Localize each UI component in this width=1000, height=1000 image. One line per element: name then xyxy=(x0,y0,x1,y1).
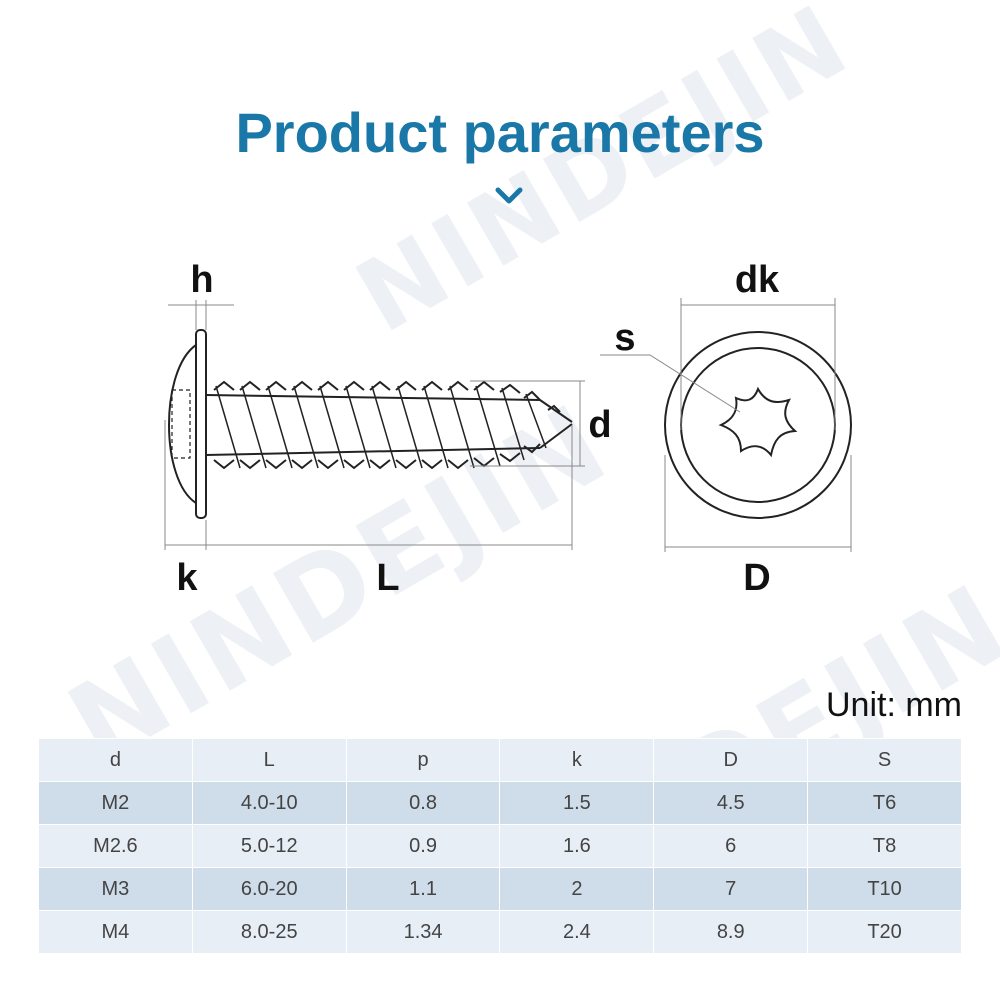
table-row: M2.6 5.0-12 0.9 1.6 6 T8 xyxy=(38,824,962,868)
unit-label: Unit: mm xyxy=(826,686,962,724)
table-cell: T20 xyxy=(807,910,962,954)
page-title: Product parameters xyxy=(235,101,765,164)
table-cell: 6.0-20 xyxy=(191,867,347,911)
table-cell: T10 xyxy=(807,867,962,911)
table-cell: M3 xyxy=(38,867,193,911)
table-row: M4 8.0-25 1.34 2.4 8.9 T20 xyxy=(38,910,962,954)
dim-label-h: h xyxy=(190,259,213,301)
table-cell: 5.0-12 xyxy=(191,824,347,868)
parameters-table: d L p k D S M2 4.0-10 0.8 1.5 4.5 T6 M2.… xyxy=(38,738,962,954)
screw-dimension-diagram: h k L d s dk D xyxy=(164,259,852,599)
table-header-cell: L xyxy=(191,738,347,782)
table-cell: 6 xyxy=(653,824,809,868)
table-cell: 1.34 xyxy=(345,910,501,954)
chevron-down-icon xyxy=(495,187,523,204)
table-cell: 1.1 xyxy=(345,867,501,911)
table-cell: M4 xyxy=(38,910,193,954)
table-cell: M2.6 xyxy=(38,824,193,868)
table-header-cell: D xyxy=(653,738,809,782)
table-cell: T6 xyxy=(807,781,962,825)
table-cell: 1.6 xyxy=(499,824,655,868)
table-cell: 0.8 xyxy=(345,781,501,825)
table-header-row: d L p k D S xyxy=(38,738,962,782)
dim-label-k: k xyxy=(176,557,198,599)
screw-front-view xyxy=(664,331,852,519)
table-cell: 1.5 xyxy=(499,781,655,825)
table-row: M2 4.0-10 0.8 1.5 4.5 T6 xyxy=(38,781,962,825)
dim-label-L: L xyxy=(376,557,399,599)
dim-label-d: d xyxy=(588,404,611,446)
table-cell: 4.5 xyxy=(653,781,809,825)
table-header-cell: d xyxy=(38,738,193,782)
table-row: M3 6.0-20 1.1 2 7 T10 xyxy=(38,867,962,911)
washer-flange xyxy=(195,329,207,519)
table-header-cell: p xyxy=(345,738,501,782)
dim-label-D: D xyxy=(743,557,770,599)
table-header-cell: k xyxy=(499,738,655,782)
screw-head xyxy=(168,344,197,504)
table-cell: 8.0-25 xyxy=(191,910,347,954)
table-header-cell: S xyxy=(807,738,962,782)
table-cell: 7 xyxy=(653,867,809,911)
table-cell: 2.4 xyxy=(499,910,655,954)
table-cell: 8.9 xyxy=(653,910,809,954)
table-cell: T8 xyxy=(807,824,962,868)
table-cell: 4.0-10 xyxy=(191,781,347,825)
torx-recess xyxy=(718,386,798,458)
dim-label-dk: dk xyxy=(735,259,780,301)
table-cell: M2 xyxy=(38,781,193,825)
table-cell: 2 xyxy=(499,867,655,911)
dim-label-s: s xyxy=(614,317,635,359)
thread-crests xyxy=(213,380,561,470)
table-cell: 0.9 xyxy=(345,824,501,868)
